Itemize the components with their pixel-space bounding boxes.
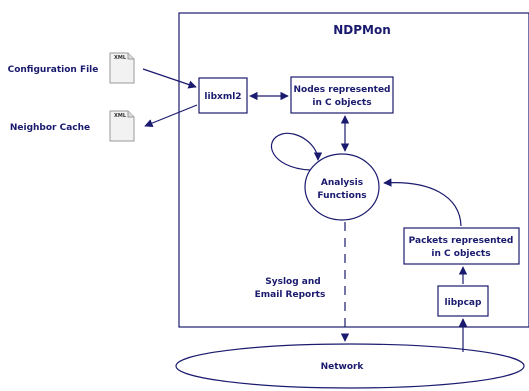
neighbor-cache-file-icon: XML [109,110,135,142]
arrow-config-to-libxml2 [142,68,197,89]
nodes-label-line1: Nodes represented [294,85,391,95]
ndpmon-title: NDPMon [333,23,391,37]
network-node [175,343,525,389]
neighbor-cache-label: Neighbor Cache [10,123,90,133]
arrow-packets-to-analysis [383,178,462,227]
libpcap-box [437,285,489,317]
libxml2-box [198,77,248,114]
network-label: Network [321,362,365,372]
reports-label-line2: Email Reports [255,290,326,300]
arrow-analysis-self-loop [271,132,323,171]
configuration-file-label: Configuration File [8,65,99,75]
svg-text:XML: XML [114,113,127,119]
nodes-box [290,76,394,114]
arrow-libxml2-to-neighbor-cache [144,104,198,128]
reports-label-line1: Syslog and [265,277,320,287]
packets-label-line1: Packets represented [409,236,514,246]
configuration-file-icon: XML [109,52,135,84]
packets-box [403,227,520,265]
svg-text:XML: XML [114,55,127,61]
analysis-label-line2: Functions [317,191,366,201]
libxml2-label: libxml2 [204,92,241,102]
libpcap-label: libpcap [445,298,482,308]
nodes-label-line2: in C objects [312,98,371,108]
analysis-label-line1: Analysis [321,178,363,188]
analysis-functions-node [304,153,380,221]
packets-label-line2: in C objects [431,249,490,259]
